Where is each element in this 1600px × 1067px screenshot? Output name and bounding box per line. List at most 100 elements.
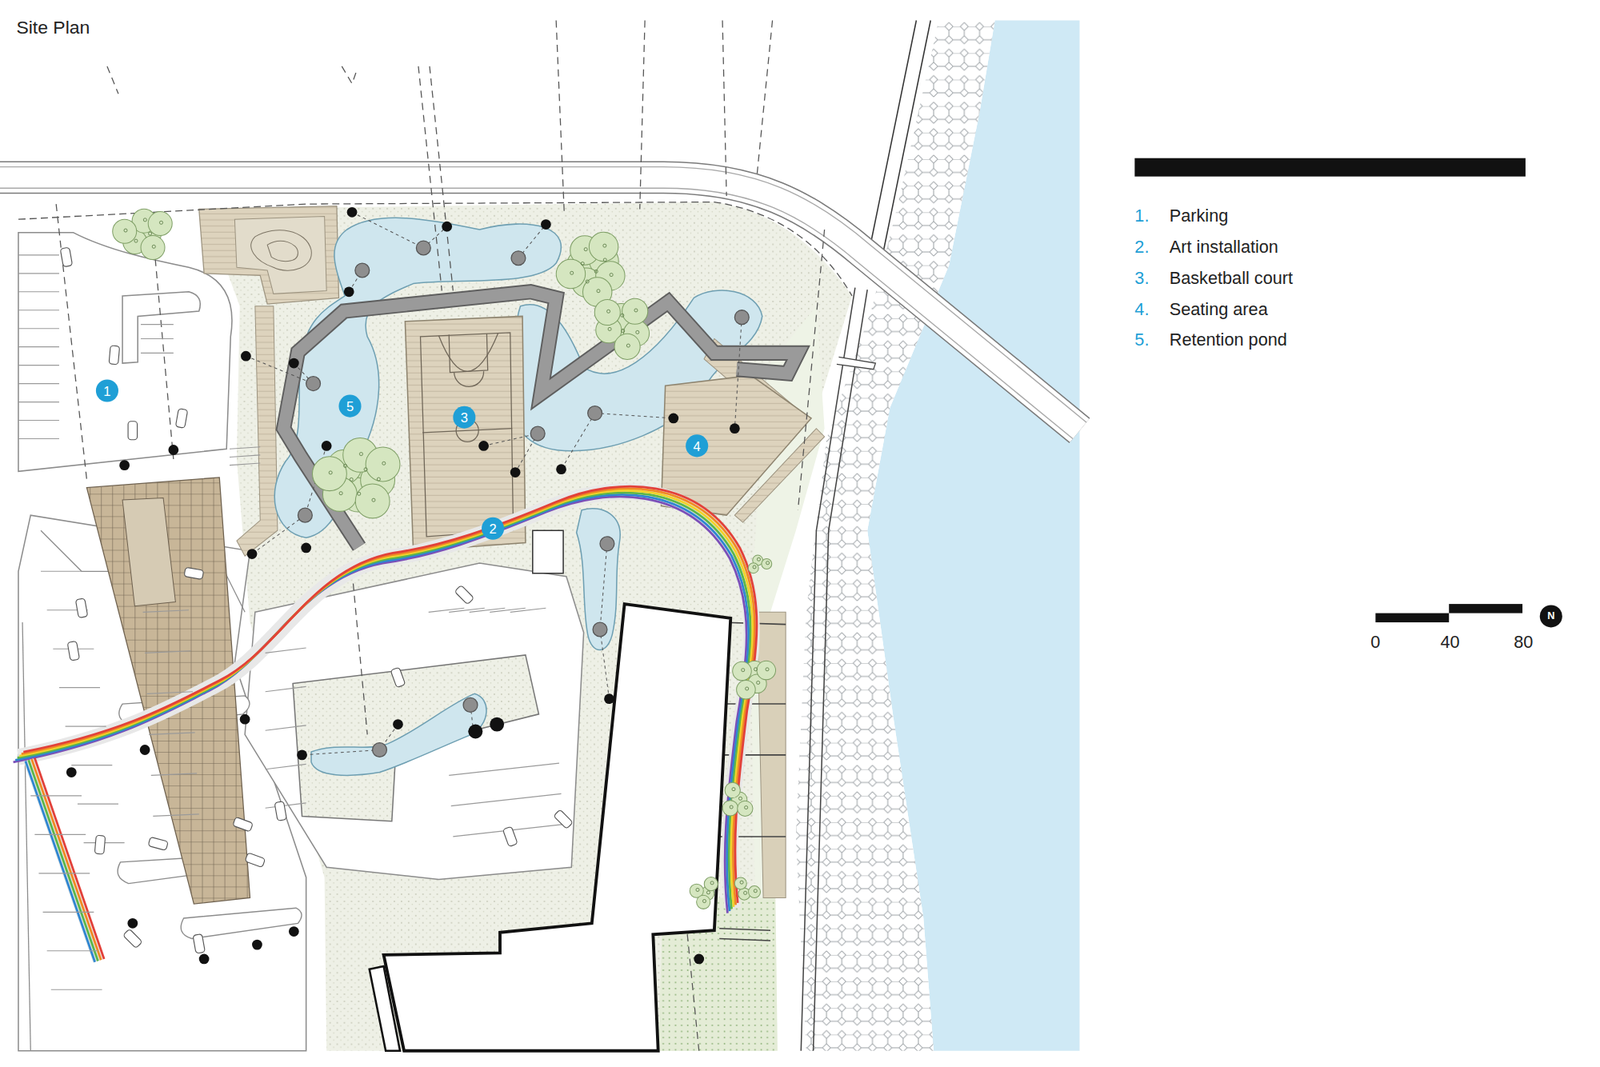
site-light-dot <box>600 536 615 552</box>
road <box>0 177 1080 431</box>
site-light-dot <box>693 954 704 965</box>
parked-car <box>184 567 204 580</box>
tree-canopy <box>740 880 744 884</box>
tree-canopy <box>734 877 747 890</box>
site-light-dot <box>355 263 370 278</box>
site-light-dot <box>199 954 210 965</box>
scale-label: 80 <box>1513 632 1533 654</box>
legend-number: 5. <box>1134 330 1149 352</box>
utility-lines <box>756 20 772 174</box>
site-light-dot <box>168 444 179 456</box>
site-light-dot <box>321 440 332 452</box>
parking-stall-lines <box>469 608 506 612</box>
basketball-court <box>448 333 488 387</box>
basketball-court <box>404 316 526 551</box>
pond-connection-line <box>245 356 313 384</box>
tree-canopy <box>382 461 386 465</box>
utility-lines <box>722 20 727 196</box>
tree-canopy <box>124 228 128 232</box>
parked-car <box>175 408 188 429</box>
callout-circle: 3 <box>452 406 476 429</box>
parked-car <box>244 852 266 868</box>
parking-lots <box>122 292 200 364</box>
parked-car <box>60 247 72 268</box>
parked-car <box>108 345 120 365</box>
utility-lines <box>418 66 442 292</box>
site-light-dot <box>306 376 321 392</box>
north-letter: N <box>1547 611 1555 622</box>
legend-text: Art installation <box>1169 237 1279 259</box>
parking-stall-lines <box>34 834 86 836</box>
site-light-dot <box>463 697 478 712</box>
site-light-dot <box>300 543 312 554</box>
parking-stall-lines <box>18 254 60 256</box>
site-light-dot <box>297 508 312 523</box>
parking-stall-lines <box>18 401 60 403</box>
site-light-dot <box>734 310 749 325</box>
site-light-dot <box>556 464 567 475</box>
tree-canopy <box>588 232 618 261</box>
tree-canopy <box>159 220 163 224</box>
tree-canopy <box>737 800 753 816</box>
north-arrow: N <box>1540 604 1563 628</box>
legend-text: Retention pond <box>1169 330 1288 352</box>
tree-canopy <box>148 232 152 236</box>
road <box>0 177 1080 431</box>
site-light-dot <box>66 207 749 964</box>
river <box>884 20 932 251</box>
tree-canopy <box>626 344 630 348</box>
tree-canopy <box>607 309 611 313</box>
callout-number: 3 <box>460 410 468 424</box>
tree-canopy <box>756 557 760 561</box>
utility-lines <box>429 66 453 292</box>
tree-canopy <box>580 261 584 265</box>
site-light-dot <box>489 717 504 732</box>
mound-deck <box>229 447 260 466</box>
utility-lines <box>56 204 87 480</box>
tree-canopy <box>343 464 347 468</box>
tree-canopy <box>736 680 756 700</box>
scale-bar <box>1375 604 1523 623</box>
site-light-dot <box>510 467 521 478</box>
tree-canopy <box>724 782 740 798</box>
parked-car <box>148 836 168 851</box>
parking-stall-lines <box>40 571 82 572</box>
legend-number: 4. <box>1134 300 1149 321</box>
tree-canopy <box>696 895 711 909</box>
site-light-dot <box>288 926 300 937</box>
parking-stall-lines <box>140 338 174 340</box>
retention-ponds <box>311 693 487 776</box>
tree-canopy <box>756 660 776 680</box>
pond-connection-line <box>252 445 327 554</box>
scale-bar <box>1448 604 1523 613</box>
site-light-dot <box>441 221 452 232</box>
site-light-dot <box>588 406 603 421</box>
tree-canopy <box>704 877 718 892</box>
building <box>369 530 732 1052</box>
parking-stall-lines <box>18 346 60 348</box>
legend-text: Parking <box>1169 206 1229 228</box>
parked-car <box>502 826 518 848</box>
utility-lines <box>352 571 368 735</box>
parking-stall-lines <box>71 764 112 766</box>
parked-car <box>192 934 205 955</box>
tree-canopy <box>753 668 757 672</box>
callout-circle: 5 <box>338 395 361 418</box>
tree-canopy <box>748 563 759 574</box>
parking-stall-lines <box>18 364 60 366</box>
tree-canopy <box>148 212 172 236</box>
tree-canopy <box>753 889 757 893</box>
tree-canopy <box>696 888 700 892</box>
site-light-dot <box>540 219 552 230</box>
tree-canopy <box>594 269 598 273</box>
retention-ponds <box>576 508 620 651</box>
art-installation <box>32 759 102 960</box>
parking-stall-lines <box>489 608 526 612</box>
tree-canopy <box>596 289 600 293</box>
site-light-dot <box>729 423 740 434</box>
parking-stall-lines <box>43 912 95 913</box>
tree-canopy <box>745 687 749 691</box>
